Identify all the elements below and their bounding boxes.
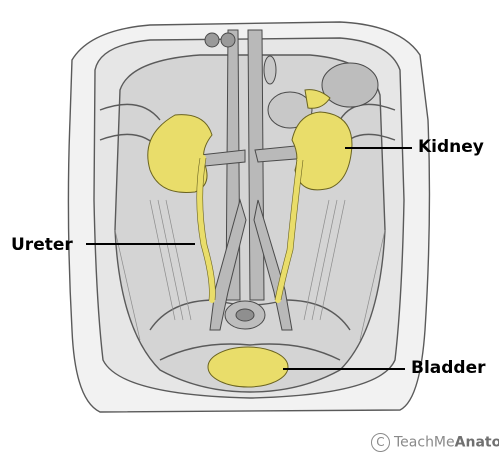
- kidney-label: Kidney: [418, 139, 484, 156]
- pelvic-organ: [225, 301, 265, 329]
- brand-regular: TeachMe: [394, 435, 455, 451]
- brand-bold: Anato: [455, 435, 499, 451]
- brand-name: TeachMeAnato: [394, 435, 499, 451]
- bladder-label: Bladder: [411, 360, 486, 377]
- ureter-label: Ureter: [11, 237, 73, 254]
- bladder: [208, 347, 288, 387]
- copyright-icon: C: [371, 433, 390, 452]
